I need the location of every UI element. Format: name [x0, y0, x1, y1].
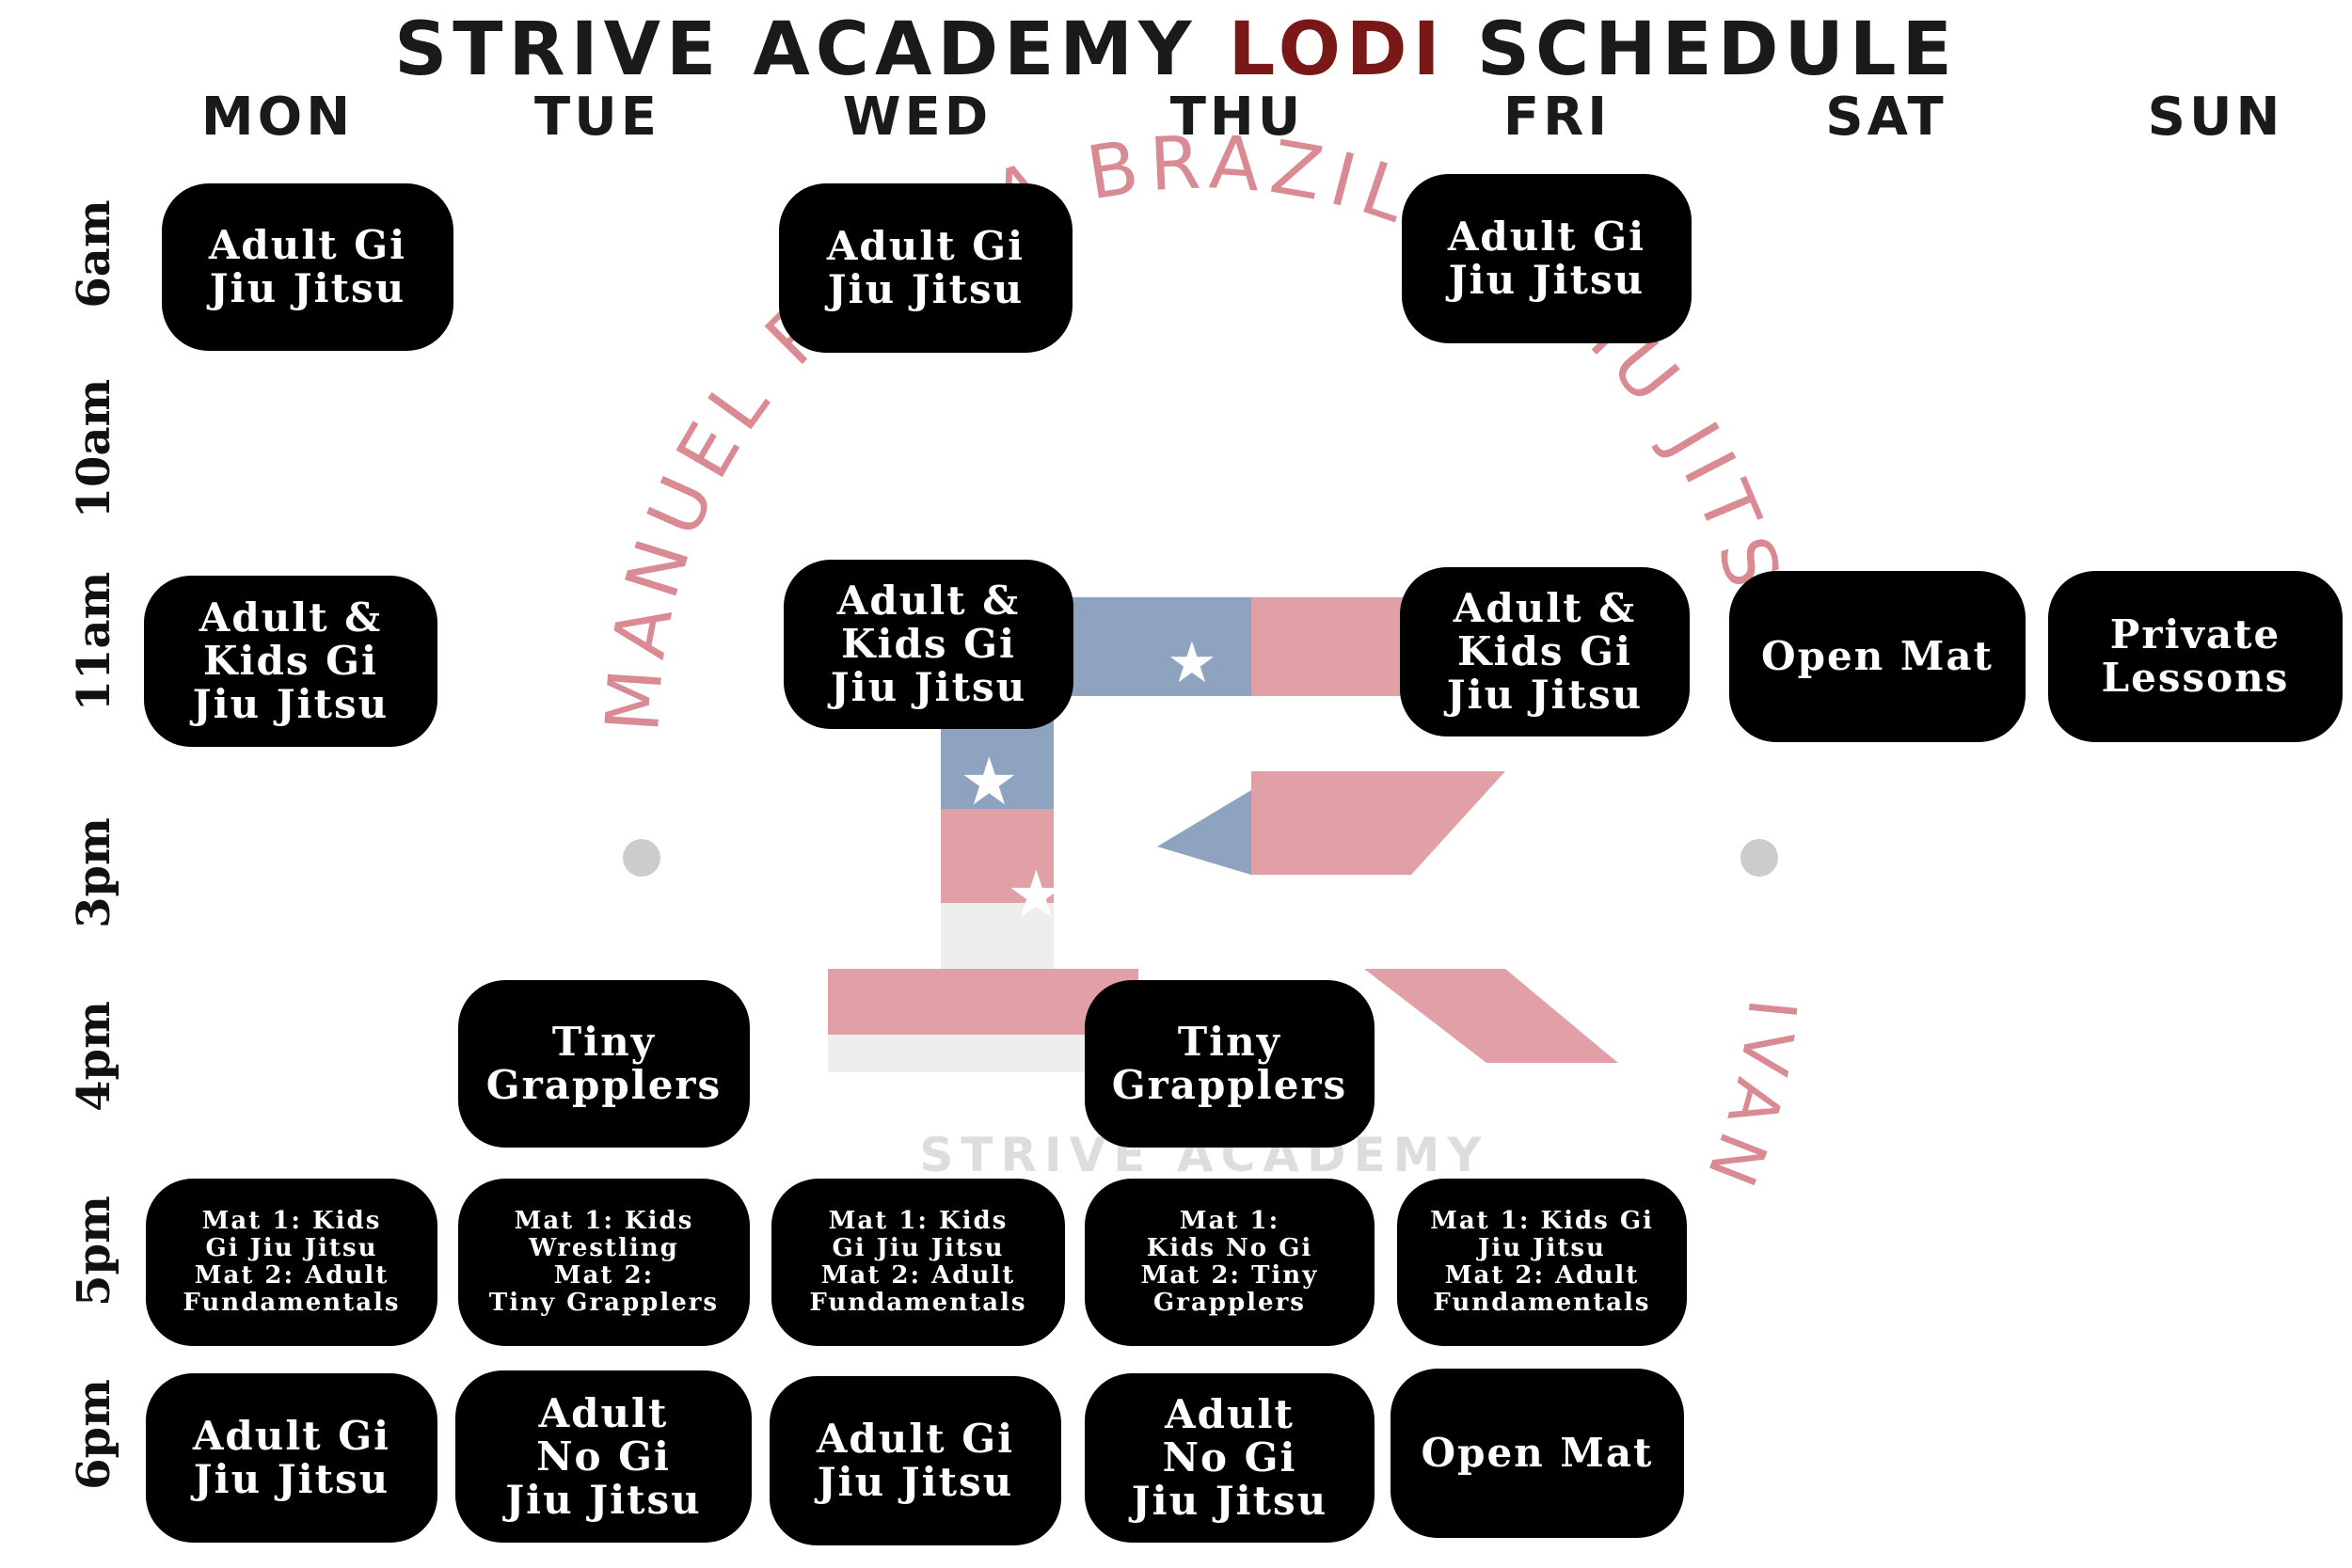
day-header-mon: MON: [200, 87, 355, 148]
class-wed-5pm: Mat 1: Kids Gi Jiu Jitsu Mat 2: Adult Fu…: [771, 1179, 1065, 1346]
watermark-ring-text-bottom: IVAN: [1689, 995, 1802, 1205]
title-part-2: SCHEDULE: [1476, 8, 1958, 92]
day-header-sat: SAT: [1825, 87, 1947, 148]
class-tue-6pm: Adult No Gi Jiu Jitsu: [455, 1370, 752, 1543]
class-fri-11am: Adult & Kids Gi Jiu Jitsu: [1400, 567, 1690, 736]
class-fri-5pm: Mat 1: Kids Gi Jiu Jitsu Mat 2: Adult Fu…: [1397, 1179, 1687, 1346]
time-label-11am: 11am: [68, 571, 120, 712]
svg-text:★: ★: [960, 743, 1019, 820]
time-label-5pm: 5pm: [68, 1196, 120, 1307]
page-title: STRIVE ACADEMY LODI SCHEDULE: [0, 8, 2352, 92]
time-label-3pm: 3pm: [68, 817, 120, 928]
class-wed-11am: Adult & Kids Gi Jiu Jitsu: [784, 560, 1073, 729]
class-sat-11am: Open Mat: [1729, 571, 2026, 742]
svg-text:★: ★: [1167, 630, 1217, 696]
day-header-wed: WED: [842, 87, 993, 148]
class-mon-11am: Adult & Kids Gi Jiu Jitsu: [144, 576, 437, 747]
class-tue-5pm: Mat 1: Kids Wrestling Mat 2: Tiny Grappl…: [458, 1179, 750, 1346]
time-label-6pm: 6pm: [68, 1379, 120, 1490]
svg-text:IVAN: IVAN: [1689, 995, 1811, 1205]
title-part-1: STRIVE ACADEMY: [394, 8, 1198, 92]
class-mon-5pm: Mat 1: Kids Gi Jiu Jitsu Mat 2: Adult Fu…: [146, 1179, 437, 1346]
class-thu-6pm: Adult No Gi Jiu Jitsu: [1085, 1373, 1375, 1543]
title-accent: LODI: [1228, 8, 1446, 92]
time-label-10am: 10am: [68, 378, 120, 519]
day-header-thu: THU: [1169, 87, 1305, 148]
svg-text:★: ★: [1007, 856, 1066, 933]
class-fri-6pm: Open Mat: [1391, 1369, 1684, 1538]
class-tue-4pm: Tiny Grapplers: [458, 980, 750, 1148]
class-wed-6pm: Adult Gi Jiu Jitsu: [770, 1376, 1061, 1545]
class-thu-4pm: Tiny Grapplers: [1085, 980, 1375, 1148]
time-label-6am: 6am: [68, 199, 120, 309]
class-thu-5pm: Mat 1: Kids No Gi Mat 2: Tiny Grapplers: [1085, 1179, 1375, 1346]
time-label-4pm: 4pm: [68, 1001, 120, 1112]
class-wed-6am: Adult Gi Jiu Jitsu: [779, 183, 1073, 353]
class-sun-11am: Private Lessons: [2048, 571, 2343, 742]
class-fri-6am: Adult Gi Jiu Jitsu: [1402, 174, 1692, 343]
day-header-sun: SUN: [2147, 87, 2284, 148]
class-mon-6am: Adult Gi Jiu Jitsu: [162, 183, 453, 351]
class-mon-6pm: Adult Gi Jiu Jitsu: [146, 1373, 437, 1543]
day-header-fri: FRI: [1502, 87, 1612, 148]
day-header-tue: TUE: [534, 87, 660, 148]
